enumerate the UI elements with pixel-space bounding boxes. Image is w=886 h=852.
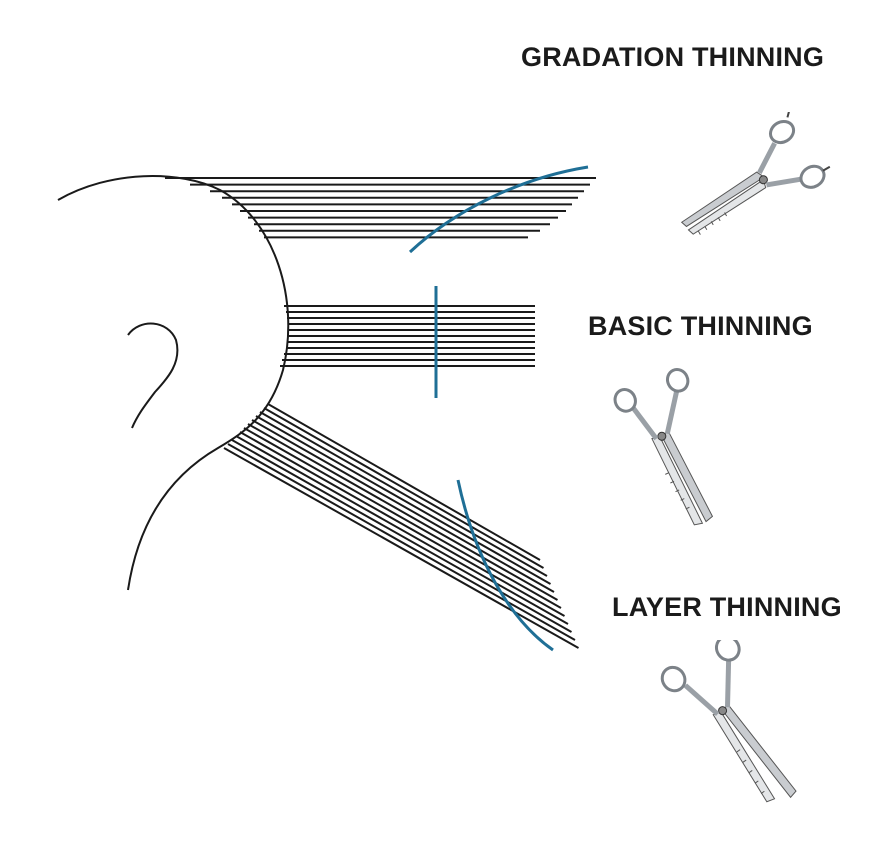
layer-hair-strand: [247, 423, 558, 601]
layer-hair-strand: [231, 439, 572, 633]
basic-thinning-label: BASIC THINNING: [588, 311, 813, 341]
head-profile-outline: [57, 175, 290, 591]
layer-hair-strand: [239, 431, 565, 617]
layer-hair-strand: [259, 411, 548, 577]
gradation-thinning-label: GRADATION THINNING: [521, 42, 825, 72]
layer-guide-curve: [456, 479, 554, 652]
basic-scissors-icon: [613, 367, 714, 526]
gradation-scissors-icon: [680, 112, 831, 235]
gradation-guide-curve: [408, 165, 589, 254]
layer-hair-strand: [243, 427, 562, 609]
layer-hair-strand: [251, 419, 555, 593]
layer-hair-strand: [227, 443, 576, 641]
ear-icon: [127, 322, 179, 429]
layer-hair-strand: [263, 407, 544, 569]
layer-hair-strand: [255, 415, 551, 585]
gradation-hair-strands: [165, 177, 596, 239]
layer-hair-strand: [223, 447, 579, 649]
layer-hair-strands: [223, 403, 579, 649]
layer-hair-strand: [235, 435, 569, 625]
layer-hair-strand: [267, 403, 541, 561]
layer-thinning-label: LAYER THINNING: [612, 592, 842, 622]
layer-scissors-icon: [660, 640, 797, 803]
basic-hair-strands: [280, 305, 535, 367]
